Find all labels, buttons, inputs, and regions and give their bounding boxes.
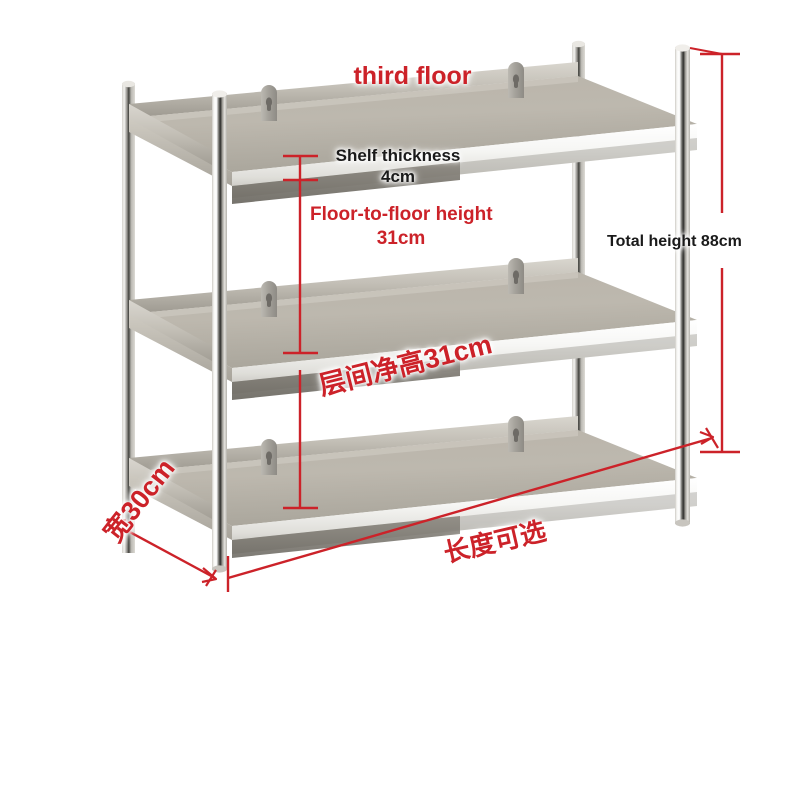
bracket-tab — [261, 85, 277, 121]
bracket-tab — [508, 258, 524, 294]
bracket-tab — [261, 439, 277, 475]
top-shelf — [129, 76, 697, 204]
bottom-shelf — [129, 430, 697, 558]
dimension-lines — [110, 47, 740, 592]
middle-shelf — [129, 272, 697, 400]
label-third-floor: third floor — [353, 62, 472, 90]
bracket-tab — [261, 281, 277, 317]
bracket-tab — [508, 416, 524, 452]
label-shelf-thickness-line2: 4cm — [380, 167, 416, 186]
dim-interlayer-height — [283, 370, 318, 510]
dim-floor-to-floor — [283, 180, 318, 355]
bracket-tab — [508, 62, 524, 98]
dim-total-height — [689, 47, 740, 454]
wall-brackets — [261, 62, 524, 475]
label-floor-to-floor-line1: Floor-to-floor height — [310, 204, 493, 225]
label-shelf-thickness-line1: Shelf thickness — [335, 146, 461, 165]
back-top-brace — [129, 62, 578, 118]
label-total-height: Total height 88cm — [607, 233, 742, 250]
dim-length — [226, 427, 719, 592]
label-floor-to-floor-line2: 31cm — [376, 228, 426, 249]
back-mid-brace — [129, 258, 578, 314]
left-end-frame-braces — [129, 104, 221, 524]
dim-depth — [110, 518, 218, 587]
front-posts — [212, 44, 690, 573]
back-lower-brace — [129, 416, 578, 472]
